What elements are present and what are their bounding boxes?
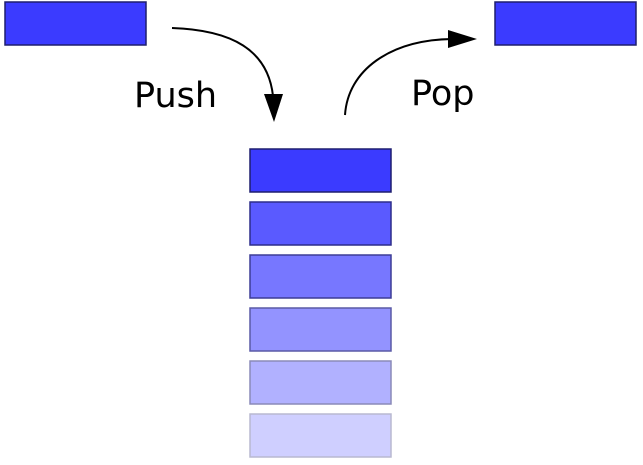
stack-item bbox=[249, 148, 392, 193]
push-arrow bbox=[171, 27, 283, 122]
stack-item bbox=[249, 360, 392, 405]
stack-item bbox=[249, 201, 392, 246]
pop-element bbox=[494, 1, 637, 46]
push-label: Push bbox=[134, 76, 217, 116]
stack-item bbox=[249, 307, 392, 352]
push-arrowhead-icon bbox=[264, 94, 283, 122]
stack-item bbox=[249, 413, 392, 458]
push-element bbox=[4, 1, 147, 46]
stack-item bbox=[249, 254, 392, 299]
pop-arrowhead-icon bbox=[448, 30, 477, 48]
pop-label: Pop bbox=[411, 74, 475, 114]
stack bbox=[249, 148, 392, 458]
pop-arrow bbox=[344, 30, 477, 116]
